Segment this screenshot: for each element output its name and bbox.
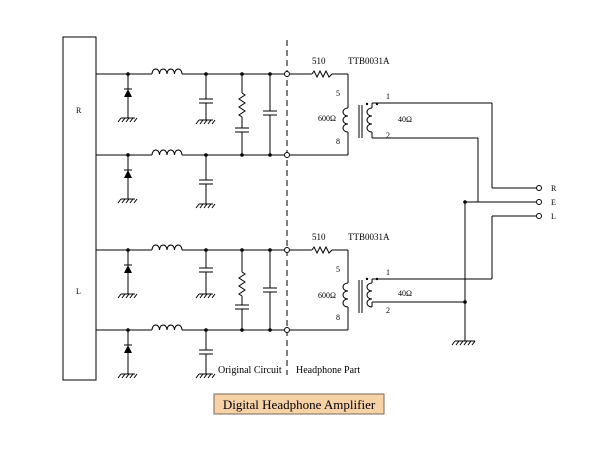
output-label-l: L bbox=[551, 212, 556, 221]
caption-title: Digital Headphone Amplifier bbox=[223, 397, 376, 412]
resistor-label-bottom: 510 bbox=[312, 232, 326, 242]
svg-text:1: 1 bbox=[386, 92, 390, 101]
output-label-e: E bbox=[551, 198, 556, 207]
svg-text:8: 8 bbox=[336, 313, 340, 322]
output-connector: R E L bbox=[451, 103, 557, 346]
terminal-bottom-b bbox=[284, 327, 290, 333]
terminal-top-a bbox=[284, 71, 290, 77]
svg-text:600Ω: 600Ω bbox=[318, 291, 336, 300]
svg-text:5: 5 bbox=[336, 265, 340, 274]
section-label-headphone: Headphone Part bbox=[296, 365, 360, 376]
output-terminal-r bbox=[536, 185, 542, 191]
svg-text:5: 5 bbox=[336, 89, 340, 98]
output-terminal-e bbox=[536, 199, 542, 205]
resistor-label-top: 510 bbox=[312, 56, 326, 66]
svg-text:2: 2 bbox=[386, 131, 390, 140]
terminal-bottom-a bbox=[284, 247, 290, 253]
section-label-original: Original Circuit bbox=[218, 365, 282, 376]
svg-text:40Ω: 40Ω bbox=[398, 289, 412, 298]
block-label-r: R bbox=[76, 106, 82, 115]
diode-icon bbox=[123, 88, 133, 98]
terminal-top-b bbox=[284, 152, 290, 158]
block-label-l: L bbox=[76, 287, 81, 296]
amplifier-block bbox=[62, 36, 97, 381]
channel-top: 510 TTB0031A 5 600Ω 8 1 40Ω 2 bbox=[96, 56, 492, 209]
channel-bottom: 510 TTB0031A 5 600Ω 8 1 40Ω 2 bbox=[96, 232, 492, 379]
transformer-label-bottom: TTB0031A bbox=[348, 232, 390, 242]
svg-text:8: 8 bbox=[336, 137, 340, 146]
output-terminal-l bbox=[536, 213, 542, 219]
svg-text:1: 1 bbox=[386, 268, 390, 277]
svg-text:600Ω: 600Ω bbox=[318, 114, 336, 123]
transformer-label-top: TTB0031A bbox=[348, 56, 390, 66]
caption-box bbox=[213, 393, 385, 415]
output-label-r: R bbox=[551, 184, 557, 193]
svg-text:40Ω: 40Ω bbox=[398, 115, 412, 124]
svg-text:2: 2 bbox=[386, 306, 390, 315]
